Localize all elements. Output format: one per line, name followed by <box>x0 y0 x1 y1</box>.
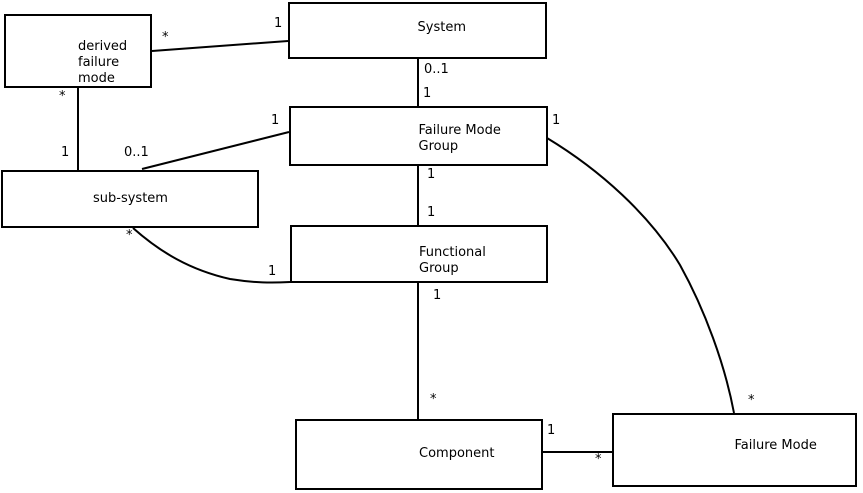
multiplicity-sub-system-failure-mode-group-source: 0..1 <box>124 145 149 160</box>
multiplicity-derived-failure-mode-system-source: * <box>162 30 169 45</box>
node-system-label: System <box>417 20 466 35</box>
node-functional-group: Functional Group <box>290 225 548 283</box>
node-derived-failure-mode: derived failure mode <box>4 14 152 88</box>
node-component-label: Component <box>419 446 495 461</box>
edge-sub-system-failure-mode-group <box>141 131 290 170</box>
multiplicity-failure-mode-group-functional-group-source: 1 <box>427 167 436 182</box>
node-failure-mode-label: Failure Mode <box>734 438 817 453</box>
multiplicity-sub-system-functional-group-target: 1 <box>268 264 277 279</box>
multiplicity-system-failure-mode-group-target: 1 <box>423 86 432 101</box>
node-sub-system: sub-system <box>1 170 259 228</box>
multiplicity-derived-failure-mode-system-target: 1 <box>274 16 283 31</box>
multiplicity-failure-mode-group-functional-group-target: 1 <box>427 205 436 220</box>
multiplicity-component-failure-mode-target: * <box>595 452 602 467</box>
multiplicity-failure-mode-group-failure-mode-source: 1 <box>552 113 561 128</box>
edge-sub-system-functional-group <box>132 227 291 284</box>
node-failure-mode-group: Failure Mode Group <box>289 106 548 166</box>
edge-failure-mode-group-failure-mode <box>546 137 735 414</box>
edge-derived-failure-mode-system <box>151 40 289 52</box>
node-system: System <box>288 2 547 59</box>
multiplicity-component-failure-mode-source: 1 <box>547 423 556 438</box>
multiplicity-derived-failure-mode-sub-system-target: 1 <box>61 145 70 160</box>
node-component: Component <box>295 419 543 490</box>
multiplicity-functional-group-component-source: 1 <box>433 288 442 303</box>
node-functional-group-label: Functional Group <box>419 245 486 276</box>
node-failure-mode-group-label: Failure Mode Group <box>418 123 501 154</box>
node-sub-system-label: sub-system <box>93 191 168 206</box>
multiplicity-sub-system-failure-mode-group-target: 1 <box>271 113 280 128</box>
multiplicity-functional-group-component-target: * <box>430 392 437 407</box>
multiplicity-failure-mode-group-failure-mode-target: * <box>748 393 755 408</box>
multiplicity-derived-failure-mode-sub-system-source: * <box>59 89 66 104</box>
node-failure-mode: Failure Mode <box>612 413 857 487</box>
multiplicity-system-failure-mode-group-source: 0..1 <box>424 62 449 77</box>
multiplicity-sub-system-functional-group-source: * <box>126 228 133 243</box>
node-derived-failure-mode-label: derived failure mode <box>78 39 128 86</box>
